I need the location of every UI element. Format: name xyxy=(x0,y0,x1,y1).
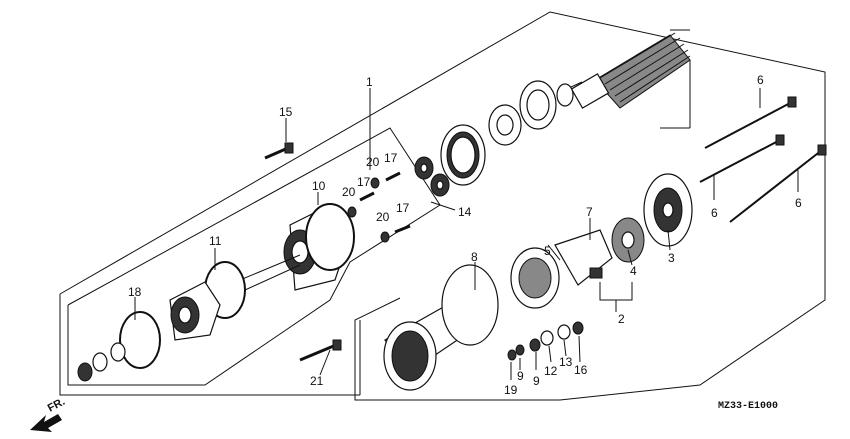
callout-11: 11 xyxy=(209,234,222,248)
o-rings xyxy=(119,203,355,369)
callout-6-top: 6 xyxy=(757,73,764,87)
internal-ring-gear xyxy=(440,124,486,186)
drawing-code: MZ33-E1000 xyxy=(718,401,778,412)
planetary-gears xyxy=(414,156,450,197)
callout-17-b: 17 xyxy=(357,175,371,189)
callout-9-a: 9 xyxy=(517,369,524,383)
nuts xyxy=(347,177,390,243)
callout-5: 5 xyxy=(544,244,551,258)
callout-1: 1 xyxy=(366,75,373,89)
pinion-clutch xyxy=(169,281,221,341)
callout-17-c: 17 xyxy=(396,201,410,215)
callout-10: 10 xyxy=(312,179,326,193)
callout-20-c: 20 xyxy=(376,210,390,224)
end-cover xyxy=(643,173,693,247)
callout-20-b: 20 xyxy=(342,185,356,199)
callout-3: 3 xyxy=(668,251,675,265)
front-direction-arrow-icon xyxy=(30,414,62,432)
callout-16: 16 xyxy=(574,363,588,377)
rear-plate xyxy=(611,217,645,263)
brush-holder xyxy=(510,229,613,309)
callout-14: 14 xyxy=(458,205,472,219)
callout-20-a: 20 xyxy=(366,155,380,169)
shims xyxy=(488,80,574,146)
callout-12: 12 xyxy=(544,364,558,378)
callout-17-a: 17 xyxy=(384,151,398,165)
front-washers xyxy=(77,342,126,382)
leader-lines xyxy=(134,88,799,380)
direction-label: FR. xyxy=(46,396,67,415)
callout-2: 2 xyxy=(618,312,625,326)
callout-21: 21 xyxy=(310,374,324,388)
terminal-washers xyxy=(507,321,584,361)
callout-7: 7 xyxy=(586,205,593,219)
callout-9-b: 9 xyxy=(533,374,540,388)
callout-8: 8 xyxy=(471,250,478,264)
callout-19: 19 xyxy=(504,383,518,397)
callout-4: 4 xyxy=(630,264,637,278)
assembly-boundary xyxy=(59,11,826,401)
callout-13: 13 xyxy=(559,355,573,369)
callout-6-right: 6 xyxy=(795,196,802,210)
armature xyxy=(559,29,691,129)
callout-15: 15 xyxy=(279,105,293,119)
gear-case-boundary xyxy=(67,127,441,386)
callout-18: 18 xyxy=(128,285,142,299)
yoke xyxy=(383,264,499,391)
through-bolts xyxy=(699,96,827,223)
bolts xyxy=(264,142,411,362)
callout-6-mid: 6 xyxy=(711,206,718,220)
